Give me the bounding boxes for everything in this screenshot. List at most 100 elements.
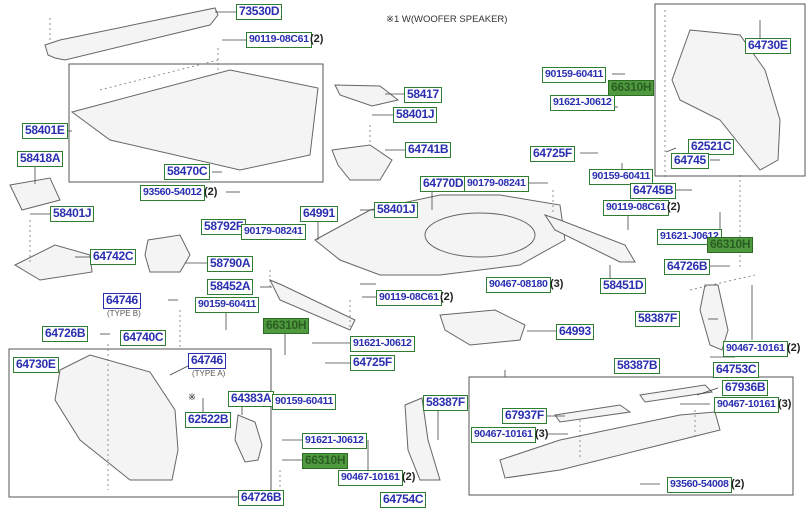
part-label-90467-10161[interactable]: 90467-10161 bbox=[471, 427, 536, 443]
part-label-64726b[interactable]: 64726B bbox=[664, 259, 711, 275]
part-sketch-spare-tire-well bbox=[424, 212, 536, 258]
part-label-73530d[interactable]: 73530D bbox=[236, 4, 283, 20]
part-label-93560-54008[interactable]: 93560-54008 bbox=[667, 477, 732, 493]
part-qty: (2) bbox=[402, 471, 416, 483]
part-label-90159-60411[interactable]: 90159-60411 bbox=[542, 67, 607, 83]
group-box-right-trim bbox=[654, 3, 806, 177]
part-sketch-scuff-plate bbox=[499, 411, 721, 479]
part-sketch-holder bbox=[144, 234, 191, 273]
part-label-91621-j0612[interactable]: 91621-J0612 bbox=[550, 95, 615, 111]
part-sketch-left-quarter-trim bbox=[54, 354, 179, 481]
part-label-58792f[interactable]: 58792F bbox=[201, 219, 246, 235]
part-label-64740c[interactable]: 64740C bbox=[120, 330, 167, 346]
part-sketch-strip bbox=[268, 279, 356, 331]
part-label-58387f[interactable]: 58387F bbox=[423, 395, 468, 411]
part-label-64725f[interactable]: 64725F bbox=[350, 355, 395, 371]
part-label-91621-j0612[interactable]: 91621-J0612 bbox=[302, 433, 367, 449]
part-label-64770d[interactable]: 64770D bbox=[420, 176, 467, 192]
group-box-scuff-plate bbox=[468, 376, 794, 496]
part-sketch-deck-rail bbox=[543, 214, 636, 263]
part-label-58401j[interactable]: 58401J bbox=[393, 107, 438, 123]
part-label-66310h[interactable]: 66310H bbox=[608, 80, 655, 96]
part-label-58418a[interactable]: 58418A bbox=[17, 151, 64, 167]
part-label-64745[interactable]: 64745 bbox=[671, 153, 709, 169]
part-label-58417[interactable]: 58417 bbox=[404, 87, 442, 103]
part-qty: (2) bbox=[787, 342, 801, 354]
part-sketch-bracket bbox=[13, 244, 93, 281]
part-sketch-scuff-insert-right bbox=[639, 384, 714, 403]
part-label-64742c[interactable]: 64742C bbox=[90, 249, 137, 265]
part-label-64726b[interactable]: 64726B bbox=[42, 326, 89, 342]
group-box-cover bbox=[68, 63, 324, 183]
part-label-93560-54012[interactable]: 93560-54012 bbox=[140, 185, 205, 201]
part-label-90119-08c61[interactable]: 90119-08C61 bbox=[376, 290, 442, 306]
part-sketch-scuff-insert-left bbox=[554, 404, 632, 423]
part-label-66310h[interactable]: 66310H bbox=[263, 318, 310, 334]
part-label-58451d[interactable]: 58451D bbox=[600, 278, 647, 294]
part-label-64753c[interactable]: 64753C bbox=[713, 362, 760, 378]
part-label-64725f[interactable]: 64725F bbox=[530, 146, 575, 162]
part-qty: (2) bbox=[440, 291, 454, 303]
part-label-64726b[interactable]: 64726B bbox=[238, 490, 285, 506]
part-label-90159-60411[interactable]: 90159-60411 bbox=[272, 394, 337, 410]
part-label-66310h[interactable]: 66310H bbox=[302, 453, 349, 469]
part-label-66310h[interactable]: 66310H bbox=[707, 237, 754, 253]
part-label-64754c[interactable]: 64754C bbox=[380, 492, 427, 508]
part-qty: (2) bbox=[667, 201, 681, 213]
part-label-64741b[interactable]: 64741B bbox=[405, 142, 452, 158]
part-label-62521c[interactable]: 62521C bbox=[688, 139, 735, 155]
part-sketch-pillar-trim bbox=[699, 284, 729, 351]
part-sketch-rail bbox=[44, 7, 219, 61]
part-label-58387f[interactable]: 58387F bbox=[635, 311, 680, 327]
part-sketch-tray-small bbox=[331, 144, 393, 181]
part-qty: (2) bbox=[204, 186, 218, 198]
part-label-58790a[interactable]: 58790A bbox=[207, 256, 254, 272]
part-sketch-side-cover bbox=[9, 177, 61, 211]
part-variant-type-a: (TYPE A) bbox=[192, 369, 226, 378]
part-sketch-speaker-grille bbox=[234, 414, 263, 463]
part-qty: (3) bbox=[550, 278, 564, 290]
part-label-64993[interactable]: 64993 bbox=[556, 324, 594, 340]
part-variant-type-b: (TYPE B) bbox=[107, 309, 141, 318]
part-qty: (3) bbox=[535, 428, 549, 440]
part-label-90467-08180[interactable]: 90467-08180 bbox=[486, 277, 551, 293]
part-sketch-tonneau-cover bbox=[70, 69, 319, 171]
part-sketch-back-trim bbox=[404, 397, 441, 481]
part-label-58387b[interactable]: 58387B bbox=[614, 358, 661, 374]
part-label-58401j[interactable]: 58401J bbox=[374, 202, 419, 218]
part-label-90467-10161[interactable]: 90467-10161 bbox=[723, 341, 788, 357]
part-label-90159-60411[interactable]: 90159-60411 bbox=[589, 169, 654, 185]
part-label-64746-type-b[interactable]: 64746 bbox=[103, 293, 141, 309]
part-qty: (2) bbox=[310, 33, 324, 45]
part-label-67936b[interactable]: 67936B bbox=[722, 380, 769, 396]
part-label-64730e[interactable]: 64730E bbox=[13, 357, 59, 373]
part-label-90179-08241[interactable]: 90179-08241 bbox=[241, 224, 306, 240]
part-label-90119-08c61[interactable]: 90119-08C61 bbox=[603, 200, 669, 216]
part-label-64730e[interactable]: 64730E bbox=[745, 38, 791, 54]
part-label-58401e[interactable]: 58401E bbox=[22, 123, 68, 139]
part-sketch-lid bbox=[334, 84, 400, 107]
part-label-64746-type-a[interactable]: 64746 bbox=[188, 353, 226, 369]
woofer-speaker-note: ※1 W(WOOFER SPEAKER) bbox=[386, 14, 508, 25]
part-label-64745b[interactable]: 64745B bbox=[630, 183, 677, 199]
woofer-marker: ※ bbox=[188, 392, 196, 403]
part-label-90179-08241[interactable]: 90179-08241 bbox=[464, 176, 529, 192]
part-label-90467-10161[interactable]: 90467-10161 bbox=[338, 470, 403, 486]
part-label-62522b[interactable]: 62522B bbox=[185, 412, 232, 428]
part-qty: (3) bbox=[778, 398, 792, 410]
part-label-90467-10161[interactable]: 90467-10161 bbox=[714, 397, 779, 413]
part-label-67937f[interactable]: 67937F bbox=[502, 408, 547, 424]
part-label-91621-j0612[interactable]: 91621-J0612 bbox=[657, 229, 722, 245]
part-label-58401j[interactable]: 58401J bbox=[50, 206, 95, 222]
part-label-64991[interactable]: 64991 bbox=[300, 206, 338, 222]
part-label-58452a[interactable]: 58452A bbox=[207, 279, 254, 295]
part-sketch-mat bbox=[439, 309, 526, 346]
part-label-90159-60411[interactable]: 90159-60411 bbox=[195, 297, 260, 313]
part-label-91621-j0612[interactable]: 91621-J0612 bbox=[350, 336, 415, 352]
part-label-64383a[interactable]: 64383A bbox=[228, 391, 275, 407]
part-label-58470c[interactable]: 58470C bbox=[164, 164, 211, 180]
part-qty: (2) bbox=[731, 478, 745, 490]
part-label-90119-08c61[interactable]: 90119-08C61 bbox=[246, 32, 312, 48]
